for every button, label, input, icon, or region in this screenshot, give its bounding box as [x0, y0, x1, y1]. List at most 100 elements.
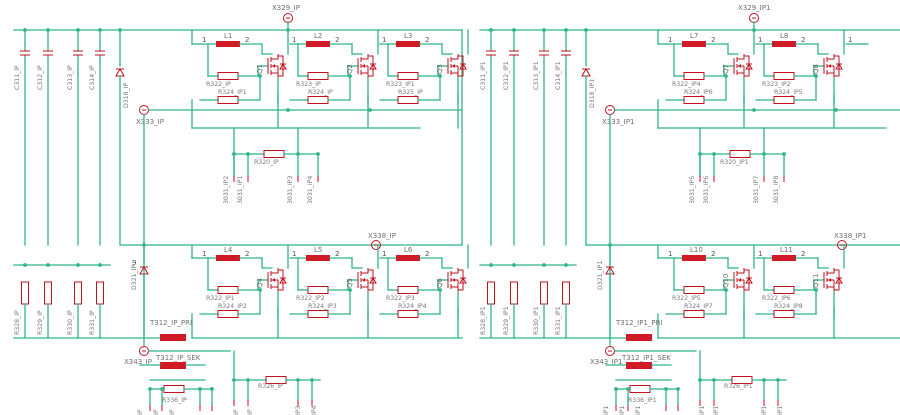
resistor-symbol: [217, 310, 239, 318]
resistor-symbol: [487, 281, 495, 305]
inductor-symbol: [772, 255, 796, 261]
mosfet-drain: [271, 268, 279, 274]
wire: [351, 43, 363, 55]
mosfet-drain: [361, 268, 369, 274]
resistor-symbol: [217, 286, 239, 294]
wire: [727, 43, 739, 55]
mosfet-drain: [451, 54, 459, 60]
transformer-label: T312_IP_SEK: [155, 354, 201, 362]
junction-dot: [258, 74, 262, 78]
net-label: IP: [153, 409, 160, 415]
diode-label: D321_IP: [131, 265, 138, 290]
inductor-symbol: [306, 41, 330, 47]
mosfet-diode-lead: [458, 269, 464, 291]
net-label: IP1: [603, 405, 610, 415]
mosfet-arrow: [828, 278, 831, 282]
wire: [261, 43, 273, 55]
inductor-symbol: [682, 255, 706, 261]
connector-label: X333_IP: [136, 118, 164, 126]
resistor-label: R324_IP5: [774, 89, 803, 96]
resistor-label: R324_IP3: [308, 303, 337, 310]
resistor-label: R326_IP1: [724, 383, 753, 390]
junction-dot: [118, 28, 122, 32]
resistor-label: R324_IP1: [218, 89, 247, 96]
capacitor-label: C312_IP1: [503, 61, 510, 90]
resistor-symbol: [307, 310, 329, 318]
mosfet-label: Q7: [722, 64, 730, 74]
inductor-label: L1: [224, 32, 232, 40]
junction-dot: [348, 74, 352, 78]
resistor-symbol: [683, 286, 705, 294]
resistor-label: R325_IP: [398, 89, 423, 96]
junction-dot: [564, 28, 568, 32]
junction-dot: [834, 108, 838, 112]
connector-label: X338_IP1: [834, 232, 866, 240]
net-label: IP3: [295, 405, 302, 415]
capacitor-label: C313_IP: [67, 65, 74, 90]
mosfet-label: Q6: [436, 277, 444, 288]
junction-dot: [814, 74, 818, 78]
mosfet-arrow: [362, 64, 365, 68]
resistor-symbol: [683, 72, 705, 80]
resistor-symbol: [773, 286, 795, 294]
diode-label: D321_IP1: [597, 261, 604, 290]
resistor-symbol: [397, 310, 419, 318]
connector-symbol: [837, 240, 847, 250]
inductor-label: L4: [224, 246, 233, 254]
mosfet-arrow: [738, 64, 741, 68]
mosfet-arrow: [272, 64, 275, 68]
mosfet-source: [361, 72, 369, 78]
mosfet-source: [827, 72, 835, 78]
mosfet-label: Q1: [256, 64, 264, 74]
mosfet-drain: [451, 268, 459, 274]
junction-dot: [542, 263, 546, 267]
resistor-symbol: [74, 281, 82, 305]
inductor-symbol: [772, 41, 796, 47]
pin-number: 1: [292, 250, 296, 258]
net-label: 3031_IP8: [773, 176, 780, 204]
resistor-symbol: [562, 281, 570, 305]
mosfet-label: Q5: [346, 278, 354, 288]
junction-dot: [564, 263, 568, 267]
junction-dot: [489, 263, 493, 267]
mosfet-drain: [271, 54, 279, 60]
transformer-label: T312_IP_PRI: [149, 319, 192, 327]
resistor-symbol: [217, 72, 239, 80]
mosfet-diode-lead: [278, 55, 284, 77]
resistor-label: R323_IP: [296, 81, 321, 88]
junction-dot: [286, 108, 290, 112]
net-label: IP1: [635, 405, 642, 415]
diode-symbol: [115, 67, 125, 77]
net-label: 3031_IP3: [287, 176, 294, 204]
mosfet-source: [737, 72, 745, 78]
pin-number: 2: [335, 250, 339, 258]
pin-number: 1: [758, 250, 762, 258]
mosfet-source: [451, 72, 459, 78]
net-label: IP: [169, 409, 176, 415]
junction-dot: [98, 263, 102, 267]
pin-number: 1: [202, 250, 206, 258]
resistor-symbol: [540, 281, 548, 305]
capacitor-label: C314_IP1: [555, 61, 562, 90]
mosfet-drain: [361, 54, 369, 60]
mosfet-diode-lead: [744, 269, 750, 291]
mosfet-arrow: [362, 278, 365, 282]
net-label: 3031_IP6: [703, 176, 710, 204]
junction-dot: [512, 28, 516, 32]
transformer-secondary: [160, 362, 186, 369]
junction-dot: [542, 28, 546, 32]
resistor-label: R331_IP: [89, 310, 96, 335]
mosfet-drain: [827, 268, 835, 274]
resistor-symbol: [163, 385, 185, 393]
connector-label: X329_IP1: [738, 4, 770, 12]
diode-label: D318_IP: [123, 83, 130, 108]
pin-number: 1: [668, 250, 672, 258]
mosfet-arrow: [452, 64, 455, 68]
junction-dot: [724, 74, 728, 78]
junction-dot: [348, 288, 352, 292]
connector-label: X343_IP1: [590, 358, 622, 366]
resistor-label: R324_IP8: [774, 303, 803, 310]
